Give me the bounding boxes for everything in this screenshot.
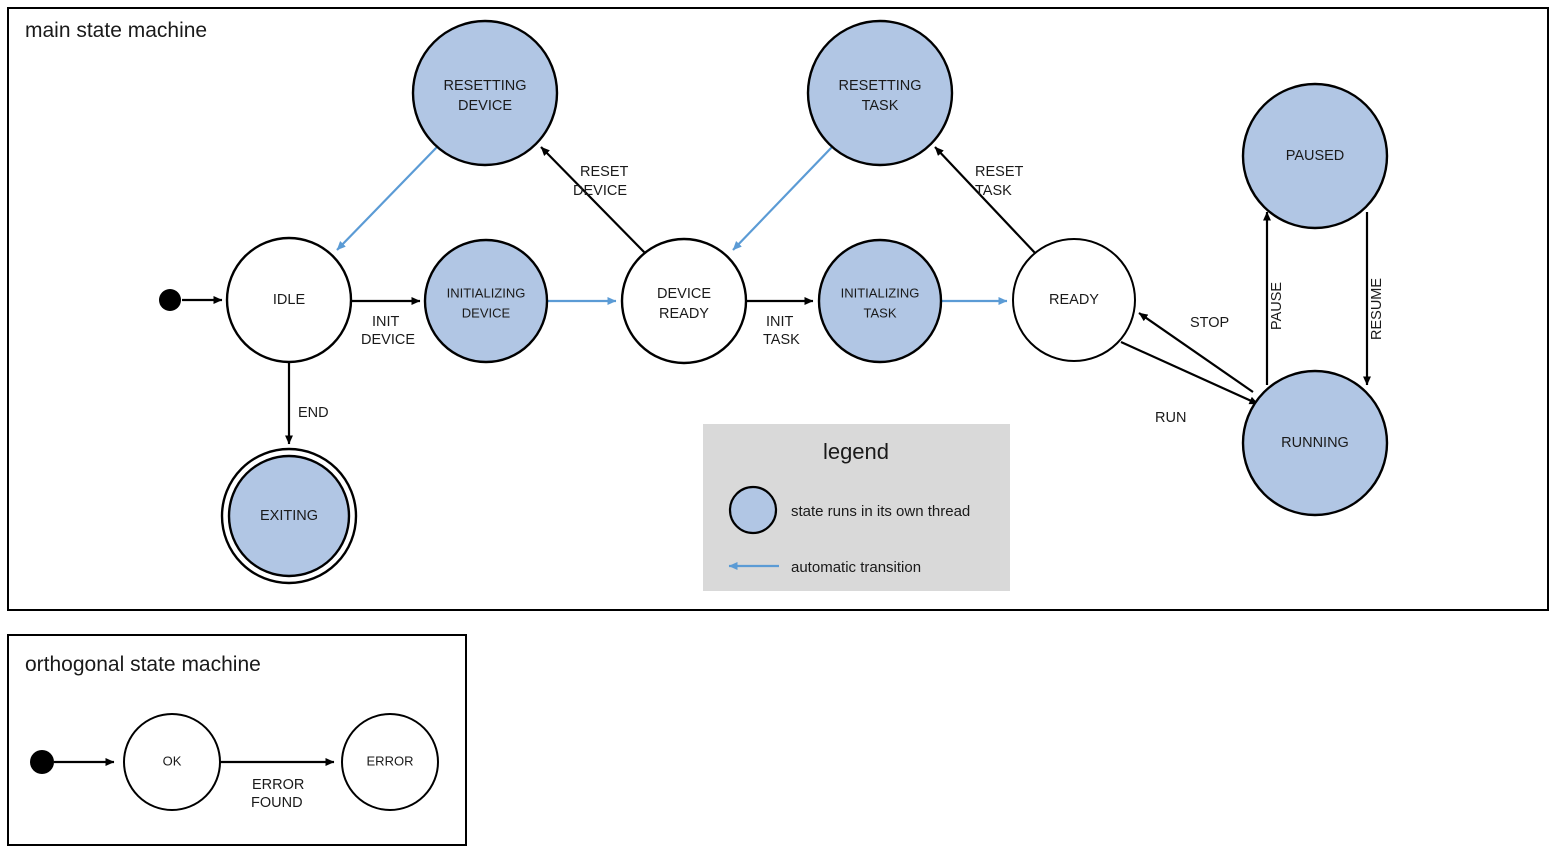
state-exiting[interactable]: EXITING <box>220 447 358 585</box>
label-pause: PAUSE <box>1269 282 1285 330</box>
state-running-label: RUNNING <box>1281 435 1349 451</box>
orthogonal-transitions: ERROR FOUND <box>54 758 335 811</box>
main-states: IDLE RESETTING DEVICE INITIALIZING DEVIC… <box>159 19 1389 585</box>
state-initializing-task[interactable]: INITIALIZING TASK <box>817 238 943 364</box>
state-device-ready-label-line1: DEVICE <box>657 286 711 302</box>
state-idle-label: IDLE <box>273 292 306 308</box>
state-ready[interactable]: READY <box>1012 238 1136 362</box>
state-ok[interactable]: OK <box>123 713 221 811</box>
state-device-ready-label-line2: READY <box>659 306 709 322</box>
state-idle-circle[interactable] <box>225 236 353 364</box>
state-error[interactable]: ERROR <box>341 713 439 811</box>
state-initializing-device[interactable]: INITIALIZING DEVICE <box>423 238 549 364</box>
transition-ready-running <box>1120 340 1259 406</box>
label-resume: RESUME <box>1369 278 1385 340</box>
state-error-label: ERROR <box>367 753 414 768</box>
transition-device-ready-resetting-device <box>540 146 647 255</box>
initial-pseudostate-main <box>159 289 181 311</box>
initial-pseudostate-orthogonal <box>30 750 54 774</box>
label-run: RUN <box>1155 410 1186 426</box>
label-error-found-line1: ERROR <box>252 777 304 793</box>
state-ready-label: READY <box>1049 292 1099 308</box>
legend: legend state runs in its own thread auto… <box>703 424 1010 591</box>
state-running[interactable]: RUNNING <box>1241 369 1389 517</box>
state-resetting-device-circle[interactable] <box>411 19 559 167</box>
legend-auto-transition-text: automatic transition <box>791 559 921 576</box>
label-reset-task-line2: TASK <box>975 183 1012 199</box>
state-running-circle[interactable] <box>1241 369 1389 517</box>
orthogonal-states: OK ERROR <box>30 713 439 811</box>
legend-threaded-state-text: state runs in its own thread <box>791 503 970 520</box>
transition-running-ready <box>1138 312 1254 393</box>
state-idle[interactable]: IDLE <box>225 236 353 364</box>
orthogonal-frame-title: orthogonal state machine <box>25 653 261 676</box>
state-paused-label: PAUSED <box>1286 148 1345 164</box>
state-paused-circle[interactable] <box>1241 82 1389 230</box>
state-initializing-device-label-line1: INITIALIZING <box>447 285 526 300</box>
label-stop: STOP <box>1190 315 1229 331</box>
label-init-task-line1: INIT <box>766 314 794 330</box>
label-reset-task-line1: RESET <box>975 164 1023 180</box>
state-initializing-device-circle[interactable] <box>423 238 549 364</box>
state-device-ready-circle[interactable] <box>620 237 748 365</box>
state-resetting-device[interactable]: RESETTING DEVICE <box>411 19 559 167</box>
state-exiting-label: EXITING <box>260 508 318 524</box>
transition-resetting-device-idle <box>336 146 438 251</box>
state-initializing-task-label-line1: INITIALIZING <box>841 285 920 300</box>
label-reset-device-line2: DEVICE <box>573 183 627 199</box>
state-ok-circle[interactable] <box>123 713 221 811</box>
label-error-found-line2: FOUND <box>251 795 303 811</box>
transition-resetting-task-device-ready <box>732 146 833 251</box>
legend-title: legend <box>823 439 889 464</box>
state-resetting-task-label-line2: TASK <box>862 98 899 114</box>
state-ok-label: OK <box>163 753 182 768</box>
state-resetting-task[interactable]: RESETTING TASK <box>806 19 954 167</box>
state-paused[interactable]: PAUSED <box>1241 82 1389 230</box>
state-ready-circle[interactable] <box>1012 238 1136 362</box>
state-exiting-circle[interactable] <box>227 454 351 578</box>
label-init-device-line1: INIT <box>372 314 400 330</box>
state-resetting-task-label-line1: RESETTING <box>839 78 922 94</box>
state-resetting-device-label-line1: RESETTING <box>444 78 527 94</box>
state-initializing-device-label-line2: DEVICE <box>462 305 511 320</box>
main-transitions: INIT DEVICE END RESET DEVICE INIT TASK R… <box>182 146 1385 445</box>
legend-threaded-state-icon <box>728 485 778 535</box>
state-error-circle[interactable] <box>341 713 439 811</box>
label-reset-device-line1: RESET <box>580 164 628 180</box>
transition-ready-resetting-task <box>934 146 1037 255</box>
label-init-task-line2: TASK <box>763 332 800 348</box>
state-resetting-device-label-line2: DEVICE <box>458 98 512 114</box>
label-init-device-line2: DEVICE <box>361 332 415 348</box>
state-initializing-task-label-line2: TASK <box>864 305 897 320</box>
state-initializing-task-circle[interactable] <box>817 238 943 364</box>
label-end: END <box>298 405 329 421</box>
state-device-ready[interactable]: DEVICE READY <box>620 237 748 365</box>
main-frame-title: main state machine <box>25 19 207 42</box>
state-resetting-task-circle[interactable] <box>806 19 954 167</box>
